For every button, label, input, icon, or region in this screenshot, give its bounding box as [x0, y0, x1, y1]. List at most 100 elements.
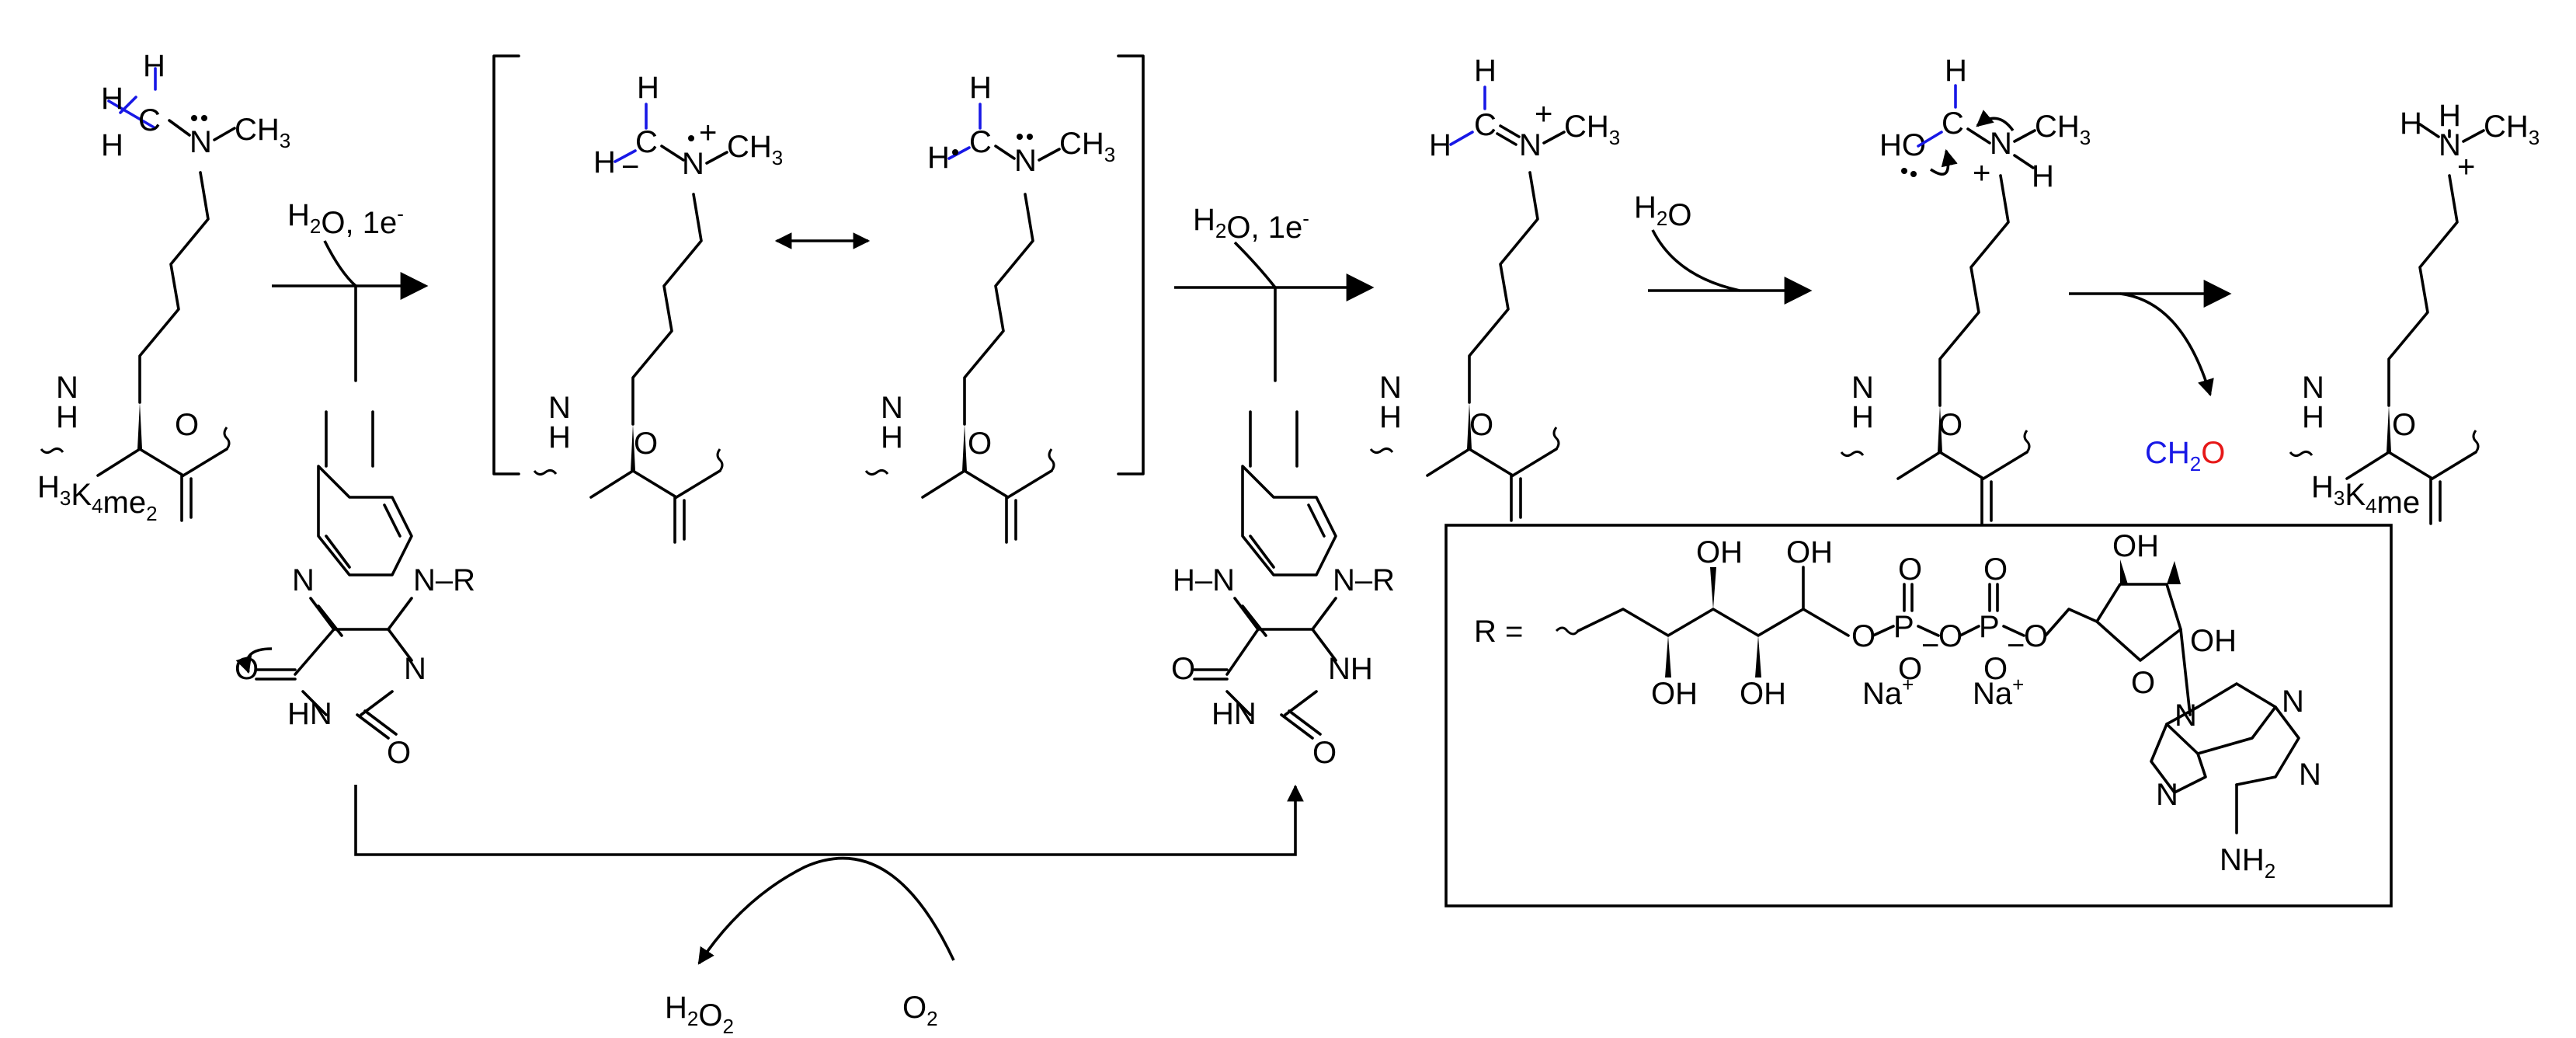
atom-n: N — [1379, 371, 1402, 405]
atom-n: N — [404, 652, 426, 686]
r-group-box: R = OH OH OH OH O P O O − O P O O − O Na… — [1444, 524, 2393, 907]
atom-n: N — [2282, 684, 2304, 719]
atom-o: O — [968, 427, 992, 461]
molecule-iminium: H C H N + CH3 N H O — [1369, 54, 1620, 522]
label-na-2: Na+ — [1973, 673, 2024, 711]
label-oxygen: O2 — [902, 991, 938, 1030]
atom-o: O — [1898, 552, 1922, 587]
atom-n: N — [1519, 128, 1542, 162]
atom-nh2: NH2 — [2220, 843, 2275, 883]
atom-h: H — [637, 71, 659, 105]
flavin-reduced: H–N N–R O NH HN O — [1171, 410, 1395, 770]
atom-n: N — [1014, 144, 1037, 178]
atom-h: H — [56, 400, 78, 434]
atom-n-r: N–R — [1333, 563, 1395, 597]
molecule-h3k4me2: H H H C N CH3 N H O H3K4me2 — [37, 49, 290, 525]
atom-n: N — [881, 391, 903, 425]
molecule-h3k4me: H H N + CH3 N H O H3K4me — [2289, 99, 2539, 525]
atom-n: N — [2302, 371, 2324, 405]
atom-h: H — [101, 82, 123, 116]
charge-minus: − — [621, 150, 639, 184]
atom-o: O — [1312, 736, 1337, 770]
atom-c: C — [138, 103, 161, 138]
reagent-label: H2O, 1e- — [1193, 203, 1309, 245]
atom-n: N — [2174, 698, 2197, 733]
atom-h: H — [1474, 54, 1497, 88]
atom-h: H — [548, 420, 571, 455]
atom-o: O — [1983, 552, 2008, 587]
atom-h-n: H–N — [1173, 563, 1235, 597]
atom-n: N — [189, 125, 212, 159]
atom-oh: OH — [1786, 535, 1833, 570]
atom-o: O — [1851, 619, 1876, 653]
step1-arrow: H2O, 1e- — [272, 198, 429, 382]
atom-h: H — [2302, 400, 2324, 434]
atom-h: H — [143, 49, 165, 83]
charge-minus: − — [1921, 629, 1939, 663]
molecule-carbinolamine: H C HO N + CH3 H N H O — [1840, 54, 2091, 525]
atom-o: O — [1983, 652, 2008, 686]
atom-h: H — [927, 141, 950, 175]
label-peroxide: H2O2 — [665, 991, 734, 1038]
atom-ch3: CH3 — [1564, 110, 1620, 149]
atom-h: H — [101, 128, 123, 162]
atom-h: H — [969, 71, 992, 105]
atom-n: N — [548, 391, 571, 425]
atom-o: O — [634, 427, 658, 461]
step3-arrow: H2O — [1634, 190, 1813, 305]
atom-n: N — [2156, 778, 2178, 812]
molecule-alpha-amino-radical: H C H N CH3 N H O — [864, 71, 1115, 544]
step4-arrow: CH2O — [2069, 280, 2232, 475]
atom-c: C — [1942, 106, 1964, 141]
charge-plus: + — [1535, 97, 1552, 131]
atom-o: O — [1469, 408, 1493, 442]
atom-h: H — [1945, 54, 1967, 88]
r-equals-label: R = — [1474, 615, 1523, 649]
label-h3k4me2: H3K4me2 — [37, 470, 158, 525]
atom-n: N — [2299, 758, 2321, 792]
atom-o: O — [2392, 408, 2416, 442]
charge-minus: − — [2007, 629, 2025, 663]
atom-h: H — [2439, 99, 2461, 133]
atom-oh: OH — [1696, 535, 1743, 570]
step2-arrow: H2O, 1e- — [1174, 203, 1375, 382]
label-h3k4me: H3K4me — [2311, 470, 2420, 520]
atom-n: N — [292, 563, 315, 597]
atom-h: H — [2400, 106, 2422, 141]
atom-h: H — [881, 420, 903, 455]
atom-oh: OH — [1740, 677, 1786, 711]
atom-n-r: N–R — [413, 563, 475, 597]
atom-oh: OH — [2190, 624, 2237, 658]
molecule-aminium-radical: H C H − N + CH3 N H O — [533, 71, 783, 544]
atom-n: N — [682, 147, 704, 181]
atom-n: N — [1851, 371, 1874, 405]
atom-h: H — [2032, 159, 2054, 193]
atom-ch3: CH3 — [727, 130, 783, 169]
atom-ch3: CH3 — [235, 113, 290, 152]
atom-o: O — [1938, 408, 1962, 442]
charge-plus: + — [2457, 150, 2475, 184]
atom-h: H — [1379, 400, 1402, 434]
flavin-oxidized: N N–R O N HN O — [235, 410, 475, 770]
atom-p: P — [1979, 610, 2000, 644]
charge-plus: + — [1973, 156, 1990, 190]
atom-o: O — [387, 736, 411, 770]
resonance-bracket — [492, 54, 1145, 475]
atom-n: N — [2439, 128, 2461, 162]
atom-ch3: CH3 — [2484, 110, 2539, 149]
atom-o: O — [1938, 619, 1962, 653]
reagent-label: H2O, 1e- — [287, 198, 404, 240]
atom-c: C — [635, 125, 658, 159]
atom-h: H — [593, 145, 616, 179]
atom-nh: NH — [1328, 652, 1373, 686]
flavin-reoxidation-cycle: H2O2 O2 — [354, 784, 1304, 1038]
atom-o: O — [2024, 619, 2048, 653]
atom-c: C — [1474, 108, 1497, 142]
charge-plus: + — [699, 116, 717, 150]
atom-o: O — [1898, 652, 1922, 686]
atom-oh: OH — [1651, 677, 1698, 711]
atom-h: H — [1851, 400, 1874, 434]
atom-n: N — [1990, 127, 2012, 161]
atom-nh: N — [56, 371, 78, 405]
